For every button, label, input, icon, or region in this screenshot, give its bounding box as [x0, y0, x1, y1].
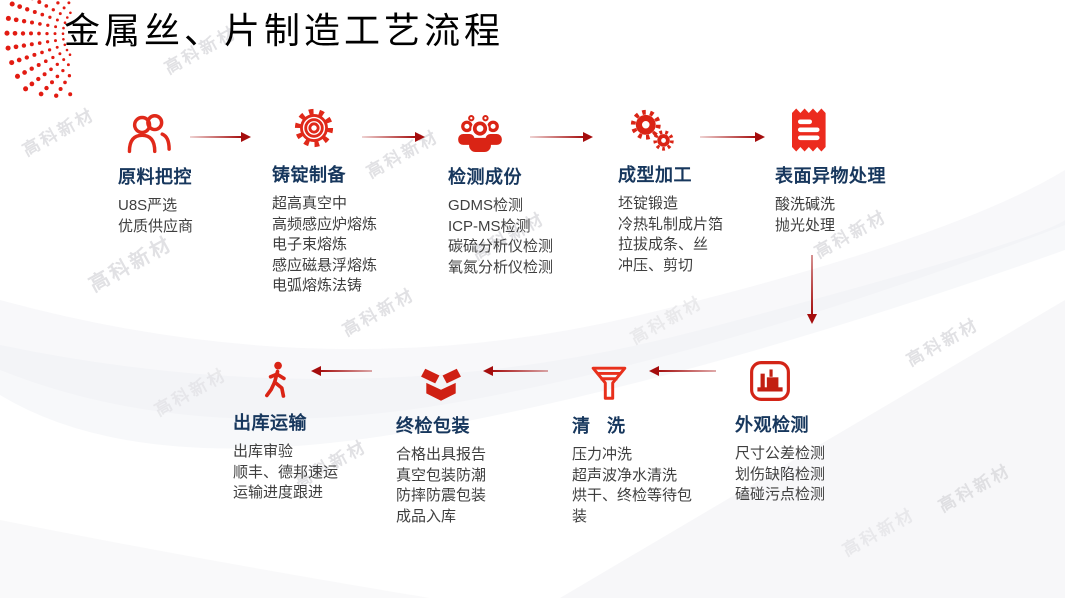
- flow-arrow-right: [190, 132, 251, 142]
- step-detail-item: 出库审验: [233, 443, 294, 460]
- step-detail-item: 顺丰、德邦速运: [233, 463, 339, 481]
- step-detail-item: 超高真空中: [272, 195, 348, 212]
- step-title: 终检包装: [396, 416, 470, 436]
- receipt-icon: [789, 103, 951, 153]
- step-title: 表面异物处理: [775, 166, 886, 186]
- gear-rings-icon: [290, 102, 432, 152]
- step-detail-item: 烘干、终检等待包装: [572, 487, 693, 525]
- step-forming-processing: 成型加工 坯锭锻造冷热轧制成片箔拉拔成条、丝冲压、剪切: [618, 102, 768, 276]
- step-detail-item: 酸洗碱洗: [775, 196, 836, 213]
- step-detail-item: 抛光处理: [775, 216, 836, 234]
- step-detail-item: 合格出具报告: [396, 446, 487, 463]
- step-detail-item: 真空包装防潮: [396, 466, 487, 484]
- watermark: 高科新材: [151, 364, 231, 420]
- step-details: 合格出具报告真空包装防潮防摔防震包装成品入库: [396, 445, 546, 527]
- flow-arrow-left: [649, 366, 716, 376]
- watermark: 高科新材: [627, 292, 707, 348]
- dotted-arc-decoration: [4, 0, 73, 98]
- step-details: 压力冲洗超声波净水清洗烘干、终检等待包装: [572, 445, 700, 527]
- step-appearance-inspection: 外观检测 尺寸公差检测划伤缺陷检测磕碰污点检测: [735, 352, 900, 506]
- funnel-icon: [590, 353, 700, 403]
- step-title: 外观检测: [735, 415, 809, 435]
- step-final-packaging: 终检包装 合格出具报告真空包装防潮防摔防震包装成品入库: [396, 353, 546, 527]
- step-title: 原料把控: [118, 167, 192, 187]
- step-details: 坯锭锻造冷热轧制成片箔拉拔成条、丝冲压、剪切: [618, 194, 768, 276]
- watermark: 高科新材: [19, 104, 99, 160]
- flow-arrow-right: [700, 132, 765, 142]
- flow-arrow-down: [807, 255, 817, 324]
- step-detail-item: 优质供应商: [118, 217, 194, 235]
- team-icon: [456, 104, 608, 154]
- step-details: 出库审验顺丰、德邦速运运输进度跟进: [233, 442, 383, 504]
- step-cleaning: 清洗 压力冲洗超声波净水清洗烘干、终检等待包装: [572, 353, 700, 527]
- step-ingot-preparation: 铸锭制备 超高真空中高频感应炉熔炼电子束熔炼感应磁悬浮熔炼电弧熔炼法铸: [272, 102, 432, 297]
- walking-person-icon: [261, 350, 383, 400]
- watermark: 高科新材: [903, 314, 983, 370]
- factory-badge-icon: [749, 352, 900, 402]
- step-detail-item: 尺寸公差检测: [735, 445, 826, 462]
- step-detail-item: 拉拔成条、丝: [618, 236, 709, 253]
- step-details: 尺寸公差检测划伤缺陷检测磕碰污点检测: [735, 444, 900, 506]
- step-details: GDMS检测 ICP-MS检测碳硫分析仪检测氧氮分析仪检测: [448, 196, 608, 278]
- step-detail-item: 高频感应炉熔炼: [272, 215, 378, 233]
- step-title: 铸锭制备: [272, 165, 346, 185]
- step-surface-treatment: 表面异物处理 酸洗碱洗抛光处理: [775, 103, 951, 236]
- step-detail-item: 氧氮分析仪检测: [448, 258, 554, 276]
- step-raw-material-control: 原料把控 U8S严选优质供应商: [118, 104, 268, 237]
- step-composition-testing: 检测成份 GDMS检测 ICP-MS检测碳硫分析仪检测氧氮分析仪检测: [448, 104, 608, 278]
- step-detail-item: 划伤缺陷检测: [735, 465, 826, 483]
- step-detail-item: 压力冲洗: [572, 446, 633, 463]
- watermark: 高科新材: [85, 232, 177, 297]
- step-detail-item: 防摔防震包装: [396, 487, 487, 504]
- step-title: 成型加工: [618, 165, 692, 185]
- step-detail-item: U8S严选: [118, 197, 178, 214]
- step-title: 清洗: [572, 416, 642, 436]
- watermark: 高科新材: [839, 504, 919, 560]
- step-detail-item: 超声波净水清洗: [572, 466, 678, 484]
- flow-arrow-left: [311, 366, 372, 376]
- step-detail-item: 电子束熔炼: [272, 236, 348, 253]
- watermark: 高科新材: [935, 460, 1015, 516]
- step-detail-item: ICP-MS检测: [448, 217, 531, 235]
- flow-arrow-left: [483, 366, 548, 376]
- step-title: 检测成份: [448, 167, 522, 187]
- page-title: 金属丝、片制造工艺流程: [64, 11, 505, 51]
- step-detail-item: 运输进度跟进: [233, 484, 324, 501]
- step-detail-item: 碳硫分析仪检测: [448, 238, 554, 255]
- open-box-icon: [420, 353, 546, 403]
- step-detail-item: 电弧熔炼法铸: [272, 277, 363, 294]
- step-detail-item: GDMS检测: [448, 197, 524, 214]
- double-gears-icon: [628, 102, 768, 152]
- step-details: 超高真空中高频感应炉熔炼电子束熔炼感应磁悬浮熔炼电弧熔炼法铸: [272, 194, 432, 297]
- step-details: U8S严选优质供应商: [118, 196, 268, 237]
- step-outbound-shipping: 出库运输 出库审验顺丰、德邦速运运输进度跟进: [233, 350, 383, 504]
- two-people-icon: [126, 104, 268, 154]
- step-detail-item: 感应磁悬浮熔炼: [272, 256, 378, 274]
- flow-arrow-right: [530, 132, 593, 142]
- step-detail-item: 冲压、剪切: [618, 256, 694, 274]
- step-detail-item: 磕碰污点检测: [735, 486, 826, 503]
- step-title: 出库运输: [233, 413, 307, 433]
- step-detail-item: 冷热轧制成片箔: [618, 215, 724, 233]
- step-detail-item: 坯锭锻造: [618, 195, 679, 212]
- flow-arrow-right: [362, 132, 425, 142]
- step-detail-item: 成品入库: [396, 507, 457, 525]
- step-details: 酸洗碱洗抛光处理: [775, 195, 951, 236]
